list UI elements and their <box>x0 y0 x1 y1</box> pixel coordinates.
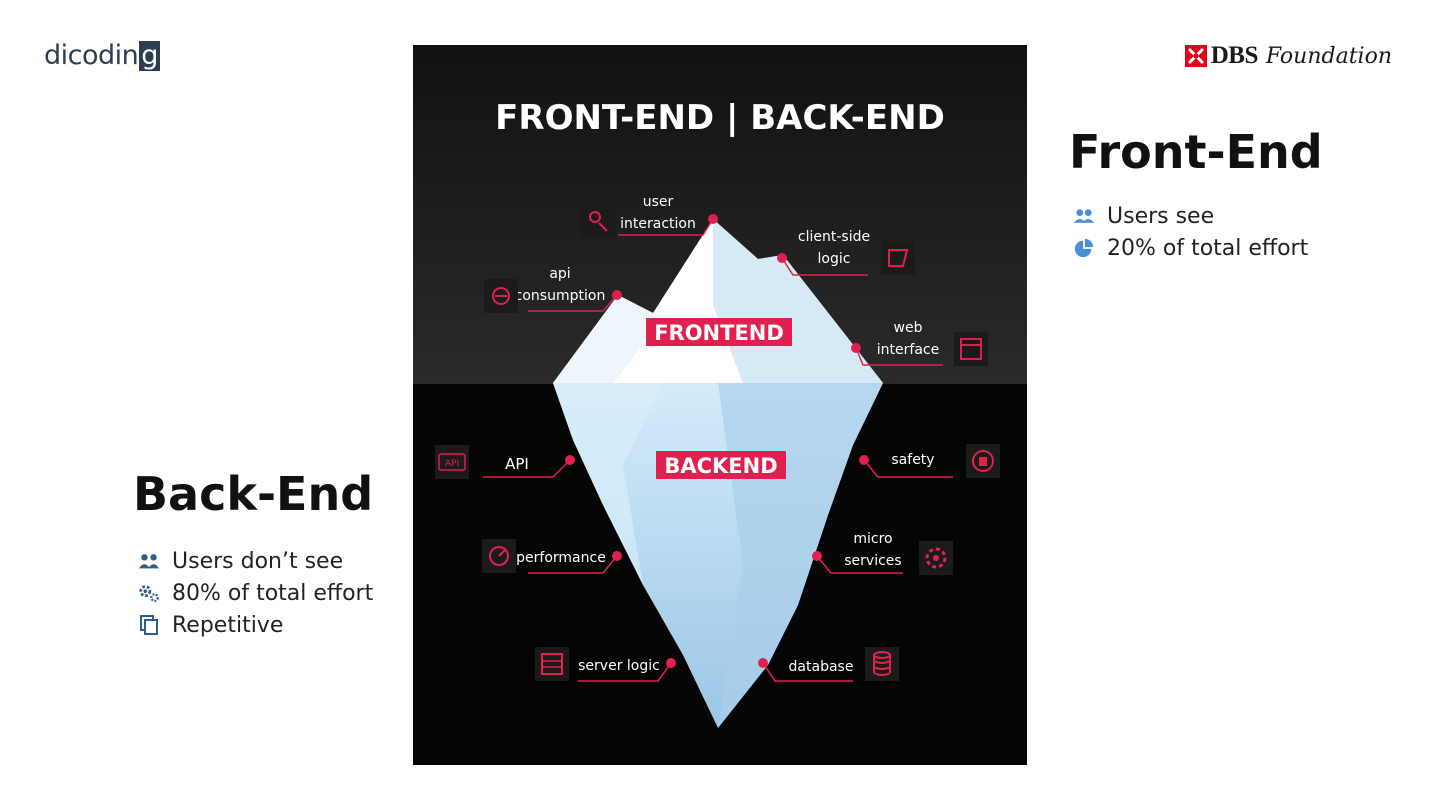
backend-bullet: Repetitive <box>138 609 373 641</box>
frontend-bullet-text: Users see <box>1107 203 1215 229</box>
user-interaction-icon <box>581 203 615 237</box>
frontend-bullet: Users see <box>1073 200 1308 232</box>
label-user-interaction-2: interaction <box>620 216 696 232</box>
label-database: database <box>789 659 854 675</box>
label-web-interface-2: interface <box>877 342 939 358</box>
frontend-bullet: 20% of total effort <box>1073 232 1308 264</box>
label-micro-services-2: services <box>844 553 901 569</box>
label-api-consumption-2: consumption <box>515 288 606 304</box>
users-icon <box>138 550 160 572</box>
web-interface-icon <box>954 332 988 366</box>
frontend-label: FRONTEND <box>654 321 784 345</box>
database-icon <box>865 647 899 681</box>
iceberg-diagram: FRONT-END | BACK-END FRONTEND BACKEND <box>413 45 1027 765</box>
backend-bullet-text: 80% of total effort <box>172 580 374 606</box>
dbs-brand-text: DBS <box>1210 42 1259 69</box>
dicoding-logo-g: g <box>139 40 160 71</box>
dbs-foundation-logo: DBS Foundation <box>1184 42 1392 70</box>
label-client-side-2: logic <box>818 251 851 267</box>
backend-label: BACKEND <box>664 454 777 478</box>
backend-bullet-text: Users don’t see <box>172 548 344 574</box>
dicoding-logo-text: dicodin <box>44 40 139 71</box>
diagram-title: FRONT-END | BACK-END <box>495 98 945 138</box>
dbs-star-icon <box>1184 45 1207 67</box>
label-performance: performance <box>516 550 606 566</box>
label-safety: safety <box>891 452 934 468</box>
api-icon-text: API <box>445 459 459 469</box>
frontend-title: Front-End <box>1069 125 1323 179</box>
api-icon: API <box>435 445 469 479</box>
backend-bullet: 80% of total effort <box>138 577 373 609</box>
api-consumption-icon <box>484 279 518 313</box>
copy-icon <box>138 614 160 636</box>
label-web-interface-1: web <box>894 320 923 336</box>
micro-services-icon <box>919 541 953 575</box>
gears-icon <box>138 582 160 604</box>
label-server-logic: server logic <box>578 658 660 674</box>
backend-bullet: Users don’t see <box>138 545 373 577</box>
frontend-bullet-text: 20% of total effort <box>1107 235 1309 261</box>
label-api: API <box>505 455 529 473</box>
label-api-consumption-1: api <box>549 266 570 282</box>
backend-bullets: Users don’t see 80% of total effort Repe… <box>138 545 373 641</box>
dbs-foundation-text: Foundation <box>1265 43 1392 69</box>
backend-title: Back-End <box>133 467 374 521</box>
server-logic-icon <box>535 647 569 681</box>
label-micro-services-1: micro <box>853 531 892 547</box>
label-user-interaction-1: user <box>643 194 674 210</box>
frontend-bullets: Users see 20% of total effort <box>1073 200 1308 264</box>
pie-chart-icon <box>1073 237 1095 259</box>
users-icon <box>1073 205 1095 227</box>
performance-icon <box>482 539 516 573</box>
backend-bullet-text: Repetitive <box>172 612 284 638</box>
label-client-side-1: client-side <box>798 229 870 245</box>
client-side-logic-icon <box>881 241 915 275</box>
safety-icon <box>966 444 1000 478</box>
